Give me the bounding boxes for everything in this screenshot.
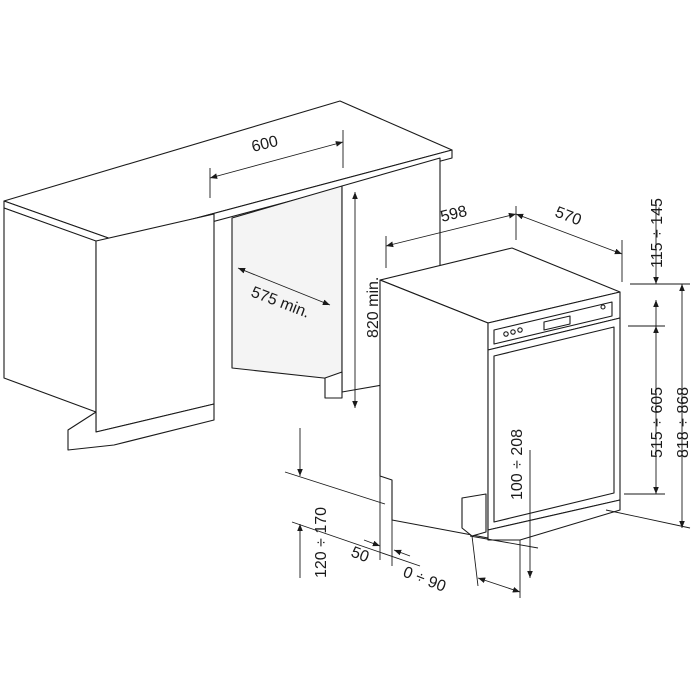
indicator-dot-3 [517, 327, 523, 333]
right-cabinet-plinth [324, 371, 343, 399]
dimension-door-offset: 100 ÷ 208 [469, 429, 539, 578]
label-570: 570 [553, 204, 584, 229]
label-598: 598 [439, 203, 469, 226]
label-600: 600 [250, 133, 280, 156]
label-0-90: 0 ÷ 90 [401, 564, 449, 596]
dishwasher-door [487, 317, 621, 531]
dimension-right-stack: 115 ÷ 145 515 ÷ 605 818 ÷ 868 [605, 198, 692, 529]
dimension-counter-width: 600 [209, 130, 344, 198]
display-window [543, 315, 571, 331]
door-inner-panel [493, 326, 615, 523]
dishwasher-plinth [487, 499, 621, 541]
left-cabinet-front [3, 207, 97, 413]
power-button [600, 304, 606, 310]
panel-inner-frame [493, 301, 613, 345]
label-120-170: 120 ÷ 170 [313, 507, 330, 578]
dishwasher-foot [461, 493, 487, 537]
dimension-niche-height: 820 min. [352, 192, 382, 408]
left-cabinet-side [95, 213, 215, 433]
niche-back-wall [231, 185, 343, 381]
left-cabinet-plinth [67, 403, 215, 451]
indicator-dot-2 [510, 329, 516, 335]
label-115-145: 115 ÷ 145 [649, 198, 666, 268]
dishwasher [379, 247, 621, 541]
label-50: 50 [349, 544, 372, 566]
label-820-min: 820 min. [365, 277, 382, 338]
label-818-868: 818 ÷ 868 [675, 387, 692, 458]
label-515-605: 515 ÷ 605 [649, 387, 666, 458]
label-100-208: 100 ÷ 208 [509, 429, 526, 500]
indicator-dot-1 [503, 331, 509, 337]
